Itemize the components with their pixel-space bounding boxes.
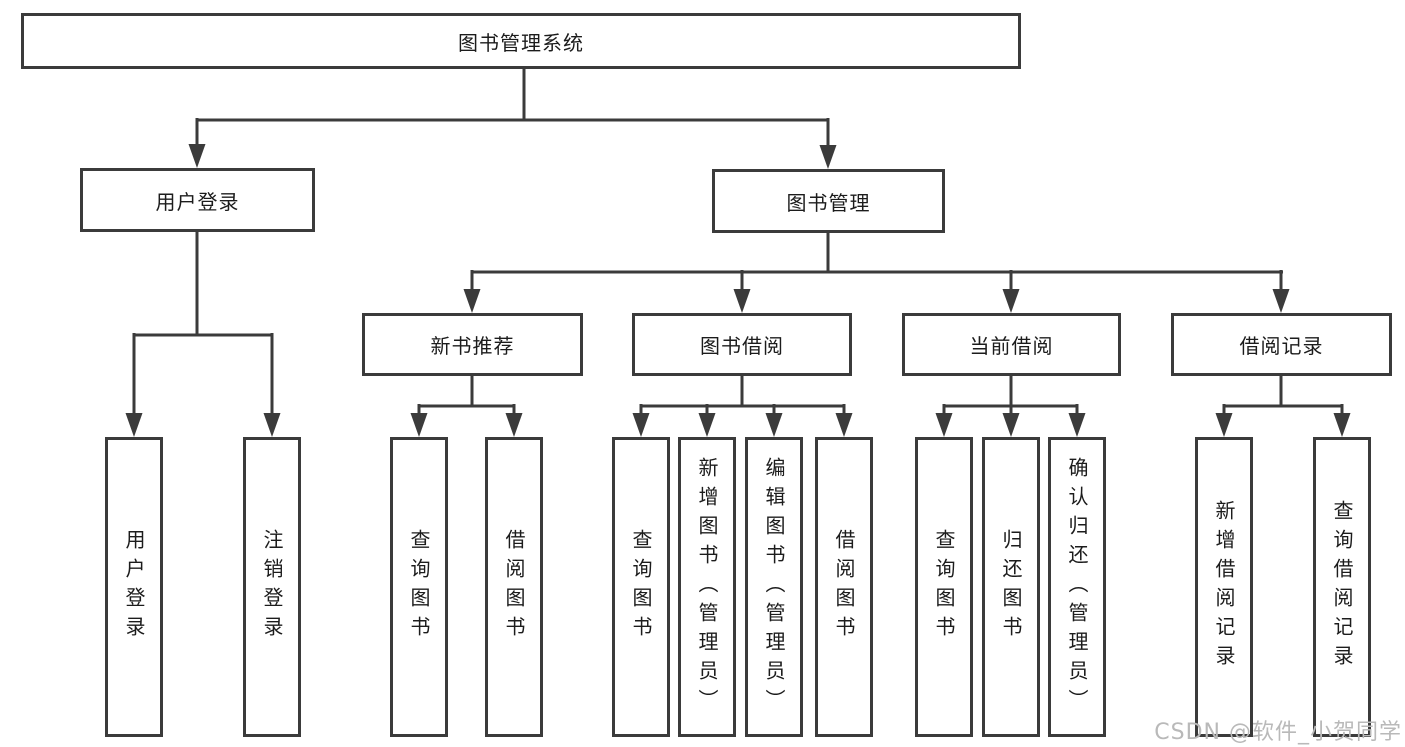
leaf-borrow-books: 借阅图书 [815,437,873,737]
leaf-add-borrow-record: 新增借阅记录 [1195,437,1253,737]
node-label: 图书管理 [786,190,871,215]
node-current-borrowing: 当前借阅 [902,313,1121,376]
connector-book-borrowing-split [632,376,853,437]
csdn-watermark: CSDN @软件_小贺同学 [1154,720,1402,745]
leaf-query-borrow-record: 查询借阅记录 [1313,437,1371,737]
leaf-search-books-recommend: 查询图书 [390,437,448,737]
node-label: 用户登录 [122,529,146,645]
leaf-search-books-borrowing: 查询图书 [612,437,670,737]
leaf-return-books: 归还图书 [982,437,1040,737]
node-label: 查询图书 [629,529,653,645]
node-book-management: 图书管理 [712,169,945,233]
node-label: 图书管理系统 [458,30,584,55]
connector-borrowing-records-split [1215,376,1351,437]
leaf-confirm-return-admin: 确认归还（管理员） [1048,437,1106,737]
connector-new-book-recommend-split [410,376,523,437]
connector-user-login-split [125,232,281,437]
node-label: 查询图书 [932,529,956,645]
node-book-borrowing: 图书借阅 [632,313,852,376]
node-label: 查询借阅记录 [1330,500,1354,674]
node-label: 用户登录 [155,189,240,214]
node-library-management-system: 图书管理系统 [21,13,1021,69]
node-label: 新书推荐 [430,334,515,358]
connector-book-management-split [463,233,1290,313]
node-label: 当前借阅 [969,334,1054,358]
node-label: 借阅图书 [502,529,526,645]
leaf-user-login: 用户登录 [105,437,163,737]
connector-current-borrowing-split [935,376,1086,437]
leaf-edit-books-admin: 编辑图书（管理员） [745,437,803,737]
node-label: 新增借阅记录 [1212,500,1236,674]
node-label: 借阅记录 [1239,334,1324,358]
leaf-search-books-current: 查询图书 [915,437,973,737]
node-new-book-recommend: 新书推荐 [362,313,583,376]
leaf-borrow-books-recommend: 借阅图书 [485,437,543,737]
connector-root-split [188,69,837,169]
node-label: 归还图书 [999,529,1023,645]
node-label: 编辑图书（管理员） [762,456,786,718]
node-label: 查询图书 [407,529,431,645]
node-label: 借阅图书 [832,529,856,645]
node-user-login: 用户登录 [80,168,315,232]
node-label: 图书借阅 [700,334,784,358]
node-label: 新增图书（管理员） [695,456,719,718]
leaf-logout: 注销登录 [243,437,301,737]
node-label: 确认归还（管理员） [1065,456,1089,718]
leaf-add-books-admin: 新增图书（管理员） [678,437,736,737]
node-borrowing-records: 借阅记录 [1171,313,1392,376]
node-label: 注销登录 [260,529,284,645]
